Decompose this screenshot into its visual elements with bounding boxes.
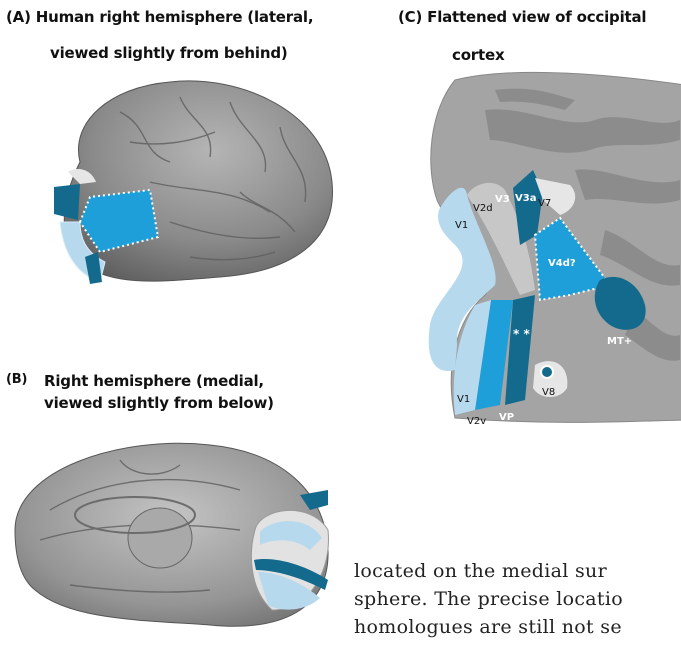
label-v1-upper: V1 [455, 220, 468, 231]
label-v8: V8 [542, 387, 555, 398]
thalamus [128, 508, 192, 568]
label-mt: MT+ [607, 336, 632, 347]
body-text-line3: homologues are still not se [354, 616, 622, 638]
label-v7: V7 [538, 198, 551, 209]
panel-b-brain-illustration [10, 420, 340, 640]
label-v3a: V3a [515, 193, 536, 204]
panel-b-caption-line2: viewed slightly from below) [44, 394, 274, 412]
lateral-dark-blue-area-upper [54, 184, 80, 220]
label-vp: VP [499, 412, 514, 423]
label-v3: V3 [495, 194, 510, 205]
panel-a-brain-illustration [40, 72, 350, 302]
label-v4d: V4d? [548, 258, 576, 269]
panel-b-caption-letter: (B) [6, 372, 27, 387]
panel-a-caption-line2: viewed slightly from behind) [50, 44, 288, 62]
panel-b-caption-line1: Right hemisphere (medial, [44, 372, 264, 390]
panel-c-flatmap: V1 V2d V3 V3a V7 V4d? MT+ * * V8 V1 V2v … [395, 70, 681, 430]
body-text-line2: sphere. The precise locatio [354, 588, 623, 610]
panel-c-caption-line1: (C) Flattened view of occipital [398, 8, 646, 26]
label-v2v: V2v [467, 416, 486, 427]
v8-marker [541, 366, 553, 378]
panel-c-caption-line2: cortex [452, 46, 504, 64]
label-v1-lower: V1 [457, 394, 470, 405]
body-text-line1: located on the medial sur [354, 560, 607, 582]
label-v2d: V2d [473, 203, 493, 214]
panel-a-caption-line1: (A) Human right hemisphere (lateral, [6, 8, 313, 26]
label-stars: * * [513, 327, 530, 341]
